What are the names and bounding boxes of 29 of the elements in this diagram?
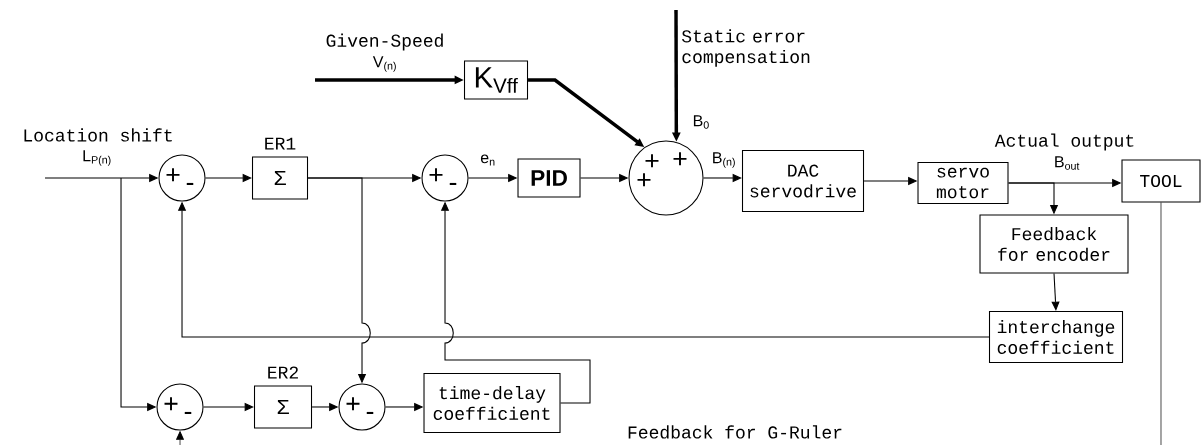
summing-junction: + - — [338, 383, 386, 431]
block: TOOL — [1121, 159, 1201, 203]
edge-label: e$_{n}$ — [480, 154, 495, 166]
block: Feedback for encoder — [979, 214, 1129, 274]
block: Σ — [253, 385, 313, 429]
edge-label: B$_{(n)}$ — [713, 152, 735, 168]
block: K$_{Vff}$ — [463, 60, 529, 100]
block: PID — [517, 158, 581, 198]
block-label: ER1 — [265, 137, 296, 150]
arrow — [1051, 273, 1060, 311]
block: interchange coefficient — [988, 310, 1124, 364]
summing-junction: + - — [158, 154, 206, 202]
summing-junction: + + + — [628, 140, 704, 216]
edge-label: V$_{(n)}$ — [372, 56, 396, 72]
block-label: ER2 — [268, 366, 298, 379]
summing-junction: + - — [421, 154, 469, 202]
block: DAC servodrive — [741, 149, 865, 213]
text-label: Actual output — [994, 133, 1134, 151]
text-label: Given-Speed — [326, 33, 443, 51]
edge-label: B$_{out}$ — [1055, 156, 1080, 170]
block: time-delay coefficient — [423, 372, 561, 433]
edge-label: B$_{0}$ — [693, 115, 709, 129]
edge-label: L$_{P(n)}$ — [83, 150, 111, 166]
block: servo motor — [917, 161, 1009, 205]
block: Σ — [251, 156, 309, 200]
summing-junction: + - — [156, 383, 204, 431]
text-label: Feedback for G-Ruler — [628, 425, 842, 439]
text-label: Static error compensation — [681, 29, 810, 67]
text-label: Location shift — [24, 128, 172, 142]
